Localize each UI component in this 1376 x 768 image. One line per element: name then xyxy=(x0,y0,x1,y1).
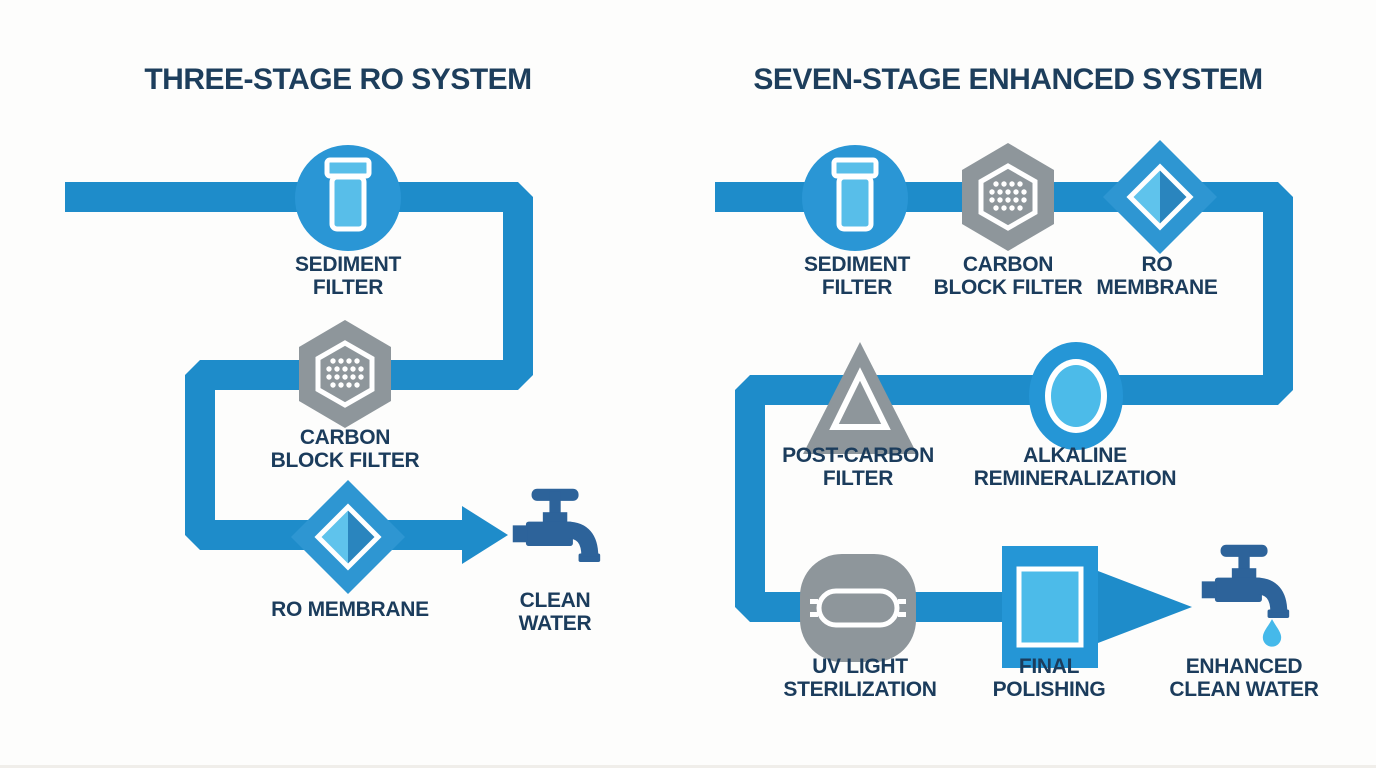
bottom-edge-divider xyxy=(0,765,1376,768)
alkaline-remineralization-label: ALKALINE REMINERALIZATION xyxy=(973,444,1177,490)
clean-water-label: CLEAN WATER xyxy=(518,589,592,635)
ro-membrane-icon xyxy=(1095,132,1225,262)
right-flow-arrow-icon xyxy=(1098,571,1192,643)
ro-membrane-label: RO MEMBRANE xyxy=(1096,253,1218,299)
carbon-block-filter-icon xyxy=(948,137,1068,257)
clean-water-faucet-icon xyxy=(509,484,603,578)
alkaline-remineralization-icon xyxy=(1016,336,1136,456)
enhanced-clean-water-label: ENHANCED CLEAN WATER xyxy=(1169,655,1319,701)
uv-light-sterilization-icon xyxy=(798,548,918,668)
right-diagram-title: SEVEN-STAGE ENHANCED SYSTEM xyxy=(753,63,1263,96)
ro-membrane-label: RO MEMBRANE xyxy=(271,598,429,621)
sediment-filter-icon xyxy=(288,138,408,258)
carbon-block-filter-label: CARBON BLOCK FILTER xyxy=(270,426,420,472)
sediment-filter-icon xyxy=(795,138,915,258)
left-diagram-title: THREE-STAGE RO SYSTEM xyxy=(144,63,532,96)
carbon-block-filter-icon xyxy=(285,314,405,434)
sediment-filter-label: SEDIMENT FILTER xyxy=(803,253,911,299)
post-carbon-filter-label: POST-CARBON FILTER xyxy=(782,444,934,490)
final-polishing-label: FINAL POLISHING xyxy=(992,655,1106,701)
water-drop-icon xyxy=(1261,617,1283,647)
carbon-block-filter-label: CARBON BLOCK FILTER xyxy=(933,253,1083,299)
left-flow-arrow-icon xyxy=(462,506,508,564)
sediment-filter-label: SEDIMENT FILTER xyxy=(294,253,402,299)
uv-light-sterilization-label: UV LIGHT STERILIZATION xyxy=(783,655,937,701)
ro-membrane-icon xyxy=(283,472,413,602)
